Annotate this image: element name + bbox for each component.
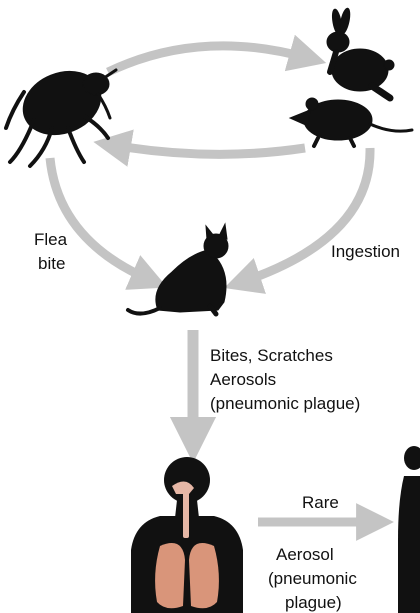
flea-bite-label-line: Flea — [34, 230, 68, 249]
cat-to-human-label-line: Bites, Scratches — [210, 346, 333, 365]
cat-icon — [128, 224, 228, 314]
human-to-human-label-line: Aerosol — [276, 545, 334, 564]
cat-to-human-label: Bites, Scratches Aerosols (pneumonic pla… — [210, 346, 360, 413]
human-to-human-label: Aerosol (pneumonic plague) — [268, 545, 357, 612]
flea-icon — [6, 60, 116, 166]
flea-bite-label-line: bite — [38, 254, 65, 273]
cat-to-human-label-line: Aerosols — [210, 370, 276, 389]
rare-label: Rare — [302, 493, 339, 512]
human-to-human-label-line: plague) — [285, 593, 342, 612]
arrow-ingestion-to-cat — [242, 148, 370, 282]
human-to-human-label-line: (pneumonic — [268, 569, 357, 588]
rabbit-icon — [327, 7, 394, 98]
cat-to-human-label-line: (pneumonic plague) — [210, 394, 360, 413]
ingestion-label: Ingestion — [331, 242, 400, 261]
arrow-flea-to-rodents — [108, 46, 308, 72]
human-icon — [131, 457, 243, 613]
arrow-rodents-to-flea — [112, 145, 305, 154]
human-silhouette-icon — [398, 446, 420, 613]
rat-icon — [290, 98, 412, 146]
flea-bite-label: Flea bite — [34, 230, 68, 273]
